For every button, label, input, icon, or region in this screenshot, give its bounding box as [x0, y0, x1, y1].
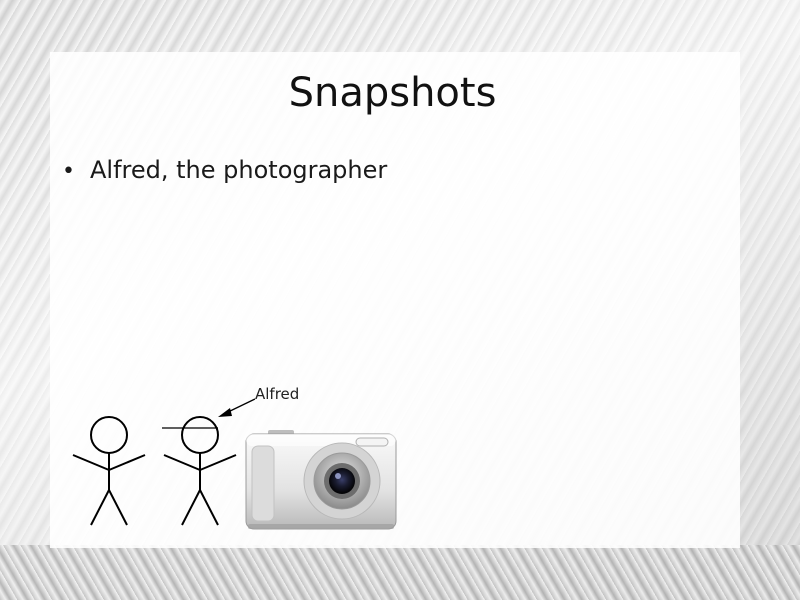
bullet-marker: •: [62, 159, 75, 184]
bullet-text: Alfred, the photographer: [90, 156, 388, 184]
bullet-list: • Alfred, the photographer: [62, 156, 387, 184]
callout-label: Alfred: [255, 385, 299, 403]
snapshot-illustration: Alfred: [72, 385, 397, 530]
callout-arrow: [218, 398, 256, 417]
slide-title: Snapshots: [288, 70, 497, 116]
slide-background-texture: [0, 545, 800, 600]
bullet-item: • Alfred, the photographer: [62, 156, 387, 184]
stick-figure-alfred: [162, 416, 237, 526]
camera-icon: [245, 430, 397, 530]
stick-figure: [72, 416, 146, 526]
